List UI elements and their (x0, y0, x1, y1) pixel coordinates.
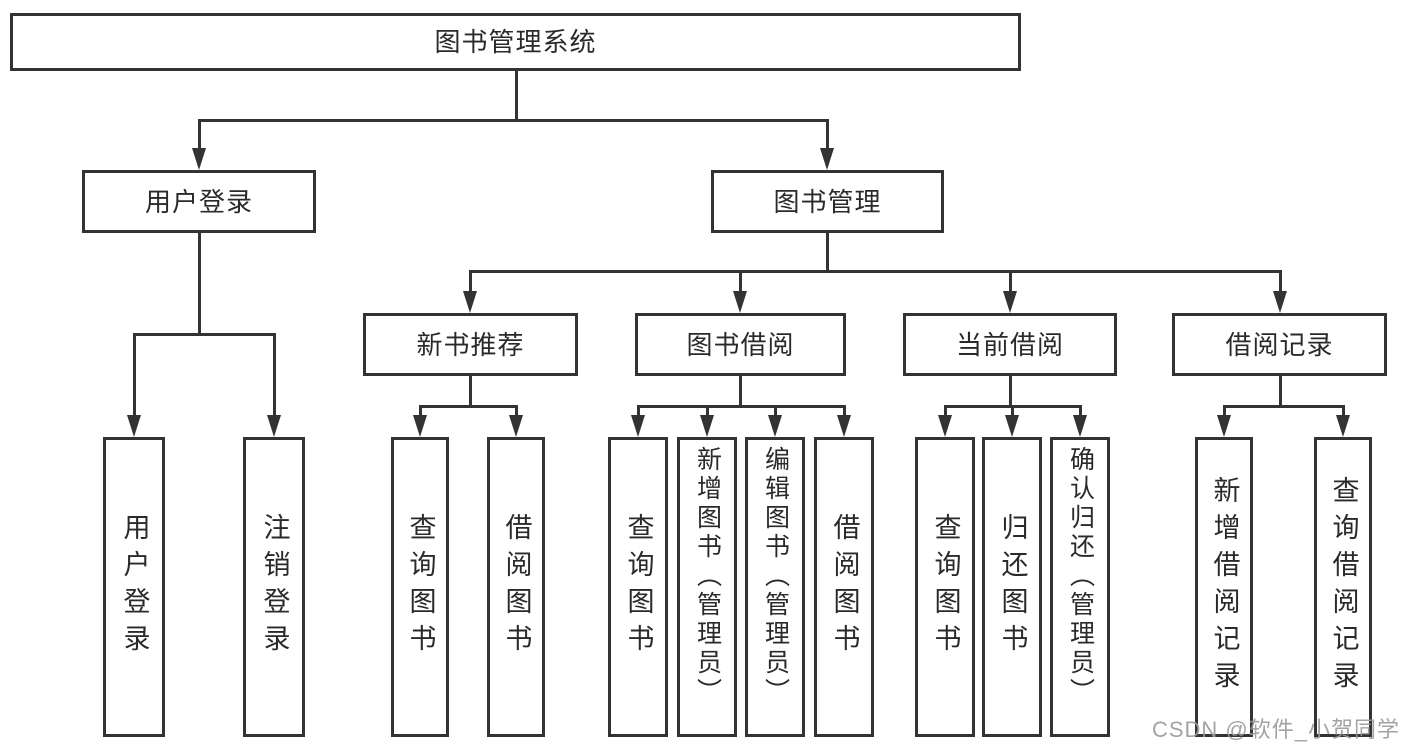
connector-line (738, 270, 742, 293)
arrow-down-icon (1273, 291, 1287, 313)
node-current-borrowing: 当前借阅 (903, 313, 1117, 376)
node-label: 图书管理 (773, 186, 882, 217)
connector-line (468, 270, 472, 293)
connector-line (1224, 405, 1343, 408)
node-label: 查询图书 (930, 513, 961, 661)
connector-line (515, 70, 518, 122)
connector-line (197, 119, 829, 122)
node-label: 查询借阅记录 (1328, 476, 1359, 698)
node-label: 确认归还（管理员） (1066, 446, 1095, 707)
node-leaf-add-books-admin: 新增图书（管理员） (677, 437, 737, 737)
connector-line (1278, 270, 1282, 293)
connector-line (1010, 405, 1014, 416)
connector-line (420, 405, 516, 408)
connector-line (197, 119, 201, 150)
connector-line (638, 405, 844, 408)
node-label: 借阅图书 (829, 513, 860, 661)
node-leaf-query-books-1: 查询图书 (391, 437, 449, 737)
node-new-book-recommend: 新书推荐 (363, 313, 578, 376)
node-book-borrowing: 图书借阅 (635, 313, 846, 376)
connector-line (705, 405, 709, 416)
connector-line (773, 405, 777, 416)
node-label: 借阅记录 (1225, 329, 1334, 360)
connector-line (1341, 405, 1345, 416)
arrow-down-icon (192, 148, 206, 170)
arrow-down-icon (768, 415, 782, 437)
node-label: 注销登录 (259, 513, 290, 661)
node-label: 用户登录 (119, 513, 150, 661)
connector-line (418, 405, 422, 416)
arrow-down-icon (1073, 415, 1087, 437)
node-label: 编辑图书（管理员） (761, 446, 790, 707)
node-leaf-add-borrow-record: 新增借阅记录 (1195, 437, 1253, 737)
arrow-down-icon (413, 415, 427, 437)
connector-line (134, 333, 274, 336)
arrow-down-icon (837, 415, 851, 437)
arrow-down-icon (267, 415, 281, 437)
node-user-login: 用户登录 (82, 170, 316, 233)
connector-line (1078, 405, 1082, 416)
node-leaf-query-books-3: 查询图书 (915, 437, 975, 737)
node-label: 查询图书 (405, 513, 436, 661)
node-leaf-query-books-2: 查询图书 (608, 437, 668, 737)
node-leaf-edit-books-admin: 编辑图书（管理员） (745, 437, 805, 737)
connector-line (132, 333, 136, 417)
connector-line (1008, 376, 1012, 408)
node-label: 新书推荐 (416, 329, 525, 360)
connector-line (943, 405, 947, 416)
node-label: 新增借阅记录 (1209, 476, 1240, 698)
node-label: 当前借阅 (955, 329, 1064, 360)
arrow-down-icon (1005, 415, 1019, 437)
node-leaf-return-books: 归还图书 (982, 437, 1042, 737)
connector-line (1278, 376, 1282, 408)
connector-line (470, 270, 1280, 273)
arrow-down-icon (938, 415, 952, 437)
connector-line (636, 405, 640, 416)
node-leaf-borrow-books-2: 借阅图书 (814, 437, 874, 737)
node-leaf-borrow-books-1: 借阅图书 (487, 437, 545, 737)
node-book-management: 图书管理 (711, 170, 944, 233)
arrow-down-icon (1003, 291, 1017, 313)
watermark: CSDN @软件_小贺同学 (1151, 717, 1400, 742)
node-label: 查询图书 (623, 513, 654, 661)
connector-line (272, 333, 276, 417)
node-leaf-query-borrow-record: 查询借阅记录 (1314, 437, 1372, 737)
node-library-management-system: 图书管理系统 (10, 13, 1021, 71)
arrow-down-icon (700, 415, 714, 437)
node-label: 图书管理系统 (434, 27, 597, 57)
connector-line (468, 376, 472, 408)
connector-line (825, 233, 829, 273)
arrow-down-icon (127, 415, 141, 437)
node-leaf-confirm-return-admin: 确认归还（管理员） (1050, 437, 1110, 737)
arrow-down-icon (509, 415, 523, 437)
arrow-down-icon (733, 291, 747, 313)
node-leaf-user-login: 用户登录 (103, 437, 165, 737)
arrow-down-icon (1217, 415, 1231, 437)
arrow-down-icon (463, 291, 477, 313)
node-leaf-logout: 注销登录 (243, 437, 305, 737)
node-borrowing-records: 借阅记录 (1172, 313, 1387, 376)
connector-line (825, 119, 829, 150)
arrow-down-icon (1336, 415, 1350, 437)
node-label: 新增图书（管理员） (693, 446, 722, 707)
connector-line (1222, 405, 1226, 416)
node-label: 借阅图书 (501, 513, 532, 661)
node-label: 图书借阅 (686, 329, 795, 360)
arrow-down-icon (631, 415, 645, 437)
connector-line (842, 405, 846, 416)
connector-line (197, 233, 201, 336)
connector-line (514, 405, 518, 416)
connector-line (1008, 270, 1012, 293)
arrow-down-icon (820, 148, 834, 170)
node-label: 用户登录 (144, 186, 253, 217)
connector-line (738, 376, 742, 408)
node-label: 归还图书 (997, 513, 1028, 661)
